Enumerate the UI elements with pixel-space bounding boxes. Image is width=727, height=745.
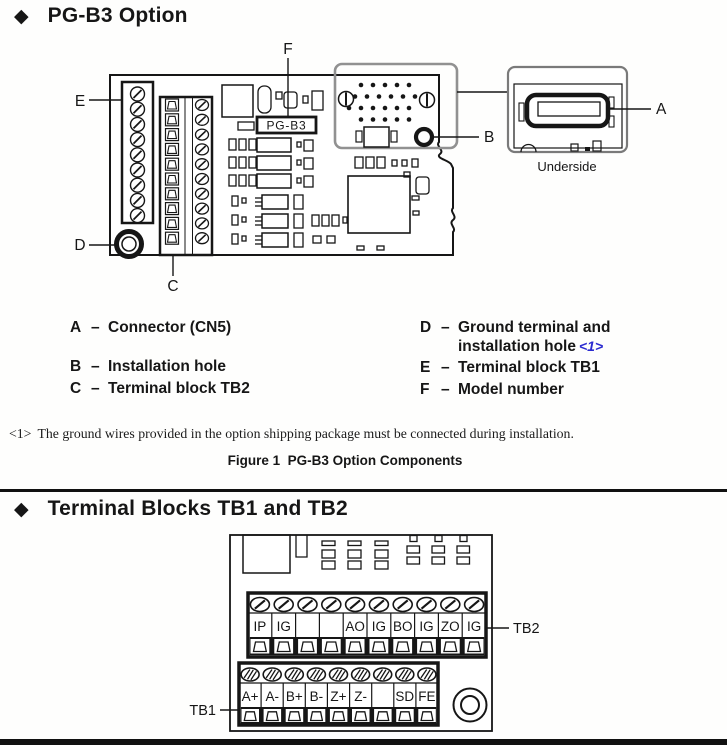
legend-item-C: C–Terminal block TB2 — [70, 379, 380, 398]
svg-text:AO: AO — [345, 619, 365, 634]
tb2-cell-separators — [271, 613, 463, 637]
legend-text: Terminal block TB2 — [108, 380, 250, 397]
svg-text:SD: SD — [395, 689, 414, 704]
figure1-caption: Figure 1 PG-B3 Option Components — [227, 453, 463, 468]
svg-text:IP: IP — [254, 619, 267, 634]
figure1-diagram: PG-B3 Underside — [74, 41, 667, 295]
legend-key: C — [70, 380, 82, 397]
legend-key: F — [420, 381, 430, 398]
legend-text: Ground terminal and installation hole<1> — [458, 319, 611, 355]
board-components — [242, 534, 471, 574]
model-number-text: PG-B3 — [266, 119, 306, 133]
legend-left-column: A–Connector (CN5) B–Installation hole C–… — [70, 318, 380, 398]
legend-key: E — [420, 359, 431, 376]
legend-item-A: A–Connector (CN5) — [70, 318, 380, 337]
svg-text:B+: B+ — [286, 689, 303, 704]
legend-dash: – — [91, 319, 100, 336]
footnote-text: The ground wires provided in the option … — [37, 426, 574, 441]
legend-item-E: E–Terminal block TB1 — [420, 358, 697, 377]
underside-label: Underside — [537, 159, 596, 174]
callout-D: D — [74, 237, 85, 254]
svg-text:ZO: ZO — [441, 619, 460, 634]
legend-dash: – — [441, 381, 450, 398]
legend-item-B: B–Installation hole — [70, 357, 380, 376]
legend-dash: – — [441, 359, 450, 376]
svg-text:B-: B- — [310, 689, 324, 704]
section2-header: ◆ Terminal Blocks TB1 and TB2 — [14, 497, 348, 521]
tb1-screw-row — [240, 667, 437, 682]
legend-key: B — [70, 358, 82, 375]
legend-item-D: D–Ground terminal and installation hole<… — [420, 318, 697, 356]
footnote-marker: <1> — [9, 426, 32, 441]
legend-text: Installation hole — [108, 358, 226, 375]
callout-C: C — [167, 278, 178, 295]
page-bottom-rule — [0, 739, 727, 745]
callout-A: A — [656, 101, 667, 118]
tb1-label: TB1 — [189, 703, 216, 719]
terminal-block-tb1: A+ A- B+ B- Z+ Z- SD FE — [237, 661, 440, 727]
legend-key: D — [420, 319, 432, 336]
legend-text: Connector (CN5) — [108, 319, 232, 336]
section1-header: ◆ PG-B3 Option — [14, 4, 188, 28]
section1-title: PG-B3 Option — [47, 4, 188, 27]
ground-terminal-hole — [114, 229, 144, 259]
legend-key: A — [70, 319, 82, 336]
terminal-block-tb1-vertical — [120, 80, 155, 225]
svg-text:FE: FE — [418, 689, 435, 704]
svg-text:IG: IG — [467, 619, 481, 634]
svg-text:Z+: Z+ — [330, 689, 346, 704]
figure2-diagram: IP IG AO IG BO IG ZO IG TB2 A+ A- — [189, 534, 540, 732]
section-divider — [0, 489, 727, 492]
model-number-box: PG-B3 — [255, 115, 318, 135]
diamond-bullet-icon: ◆ — [14, 498, 29, 520]
tb1-clamps — [240, 708, 437, 723]
tb1-terminal-labels: A+ A- B+ B- Z+ Z- SD FE — [242, 689, 436, 704]
legend-right-column: D–Ground terminal and installation hole<… — [420, 318, 697, 399]
housing-connector — [363, 126, 390, 148]
svg-text:IG: IG — [372, 619, 386, 634]
legend-dash: – — [91, 358, 100, 375]
svg-text:Z-: Z- — [354, 689, 367, 704]
callout-B: B — [484, 129, 494, 146]
connector-housing — [333, 62, 459, 150]
footnote: <1> The ground wires provided in the opti… — [9, 426, 574, 442]
legend-text: Model number — [458, 381, 564, 398]
dsub-pin-dots — [346, 82, 418, 122]
svg-text:IG: IG — [419, 619, 433, 634]
footnote-ref: <1> — [578, 338, 604, 354]
tb1-cell-separators — [260, 683, 417, 707]
terminal-block-tb2-vertical — [158, 95, 214, 257]
underside-inset — [506, 65, 629, 154]
diamond-bullet-icon: ◆ — [14, 5, 29, 27]
legend-text: Terminal block TB1 — [458, 359, 600, 376]
tb2-terminal-labels: IP IG AO IG BO IG ZO IG — [254, 619, 482, 634]
svg-text:IG: IG — [277, 619, 291, 634]
legend-item-F: F–Model number — [420, 380, 697, 399]
section2-title: Terminal Blocks TB1 and TB2 — [47, 497, 348, 520]
svg-text:BO: BO — [393, 619, 413, 634]
legend-dash: – — [91, 380, 100, 397]
tb2-label: TB2 — [513, 621, 540, 637]
svg-text:A-: A- — [265, 689, 279, 704]
legend-dash: – — [441, 319, 450, 336]
callout-leader-lines — [89, 58, 651, 276]
callout-E: E — [75, 93, 85, 110]
housing-screw-icon — [337, 90, 436, 109]
mounting-hole — [452, 687, 488, 723]
svg-text:A+: A+ — [242, 689, 259, 704]
terminal-block-tb2: IP IG AO IG BO IG ZO IG — [246, 591, 488, 659]
callout-F: F — [283, 41, 292, 58]
installation-hole — [413, 126, 435, 148]
board-components — [221, 84, 430, 251]
